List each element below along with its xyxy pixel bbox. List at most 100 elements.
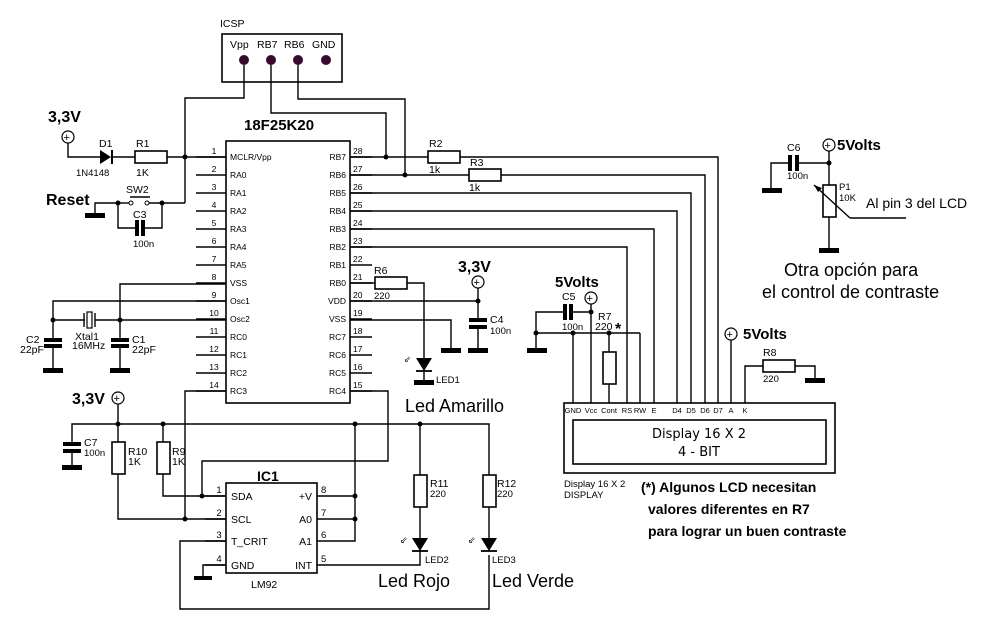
ic1-pin-number: 5 [321, 554, 326, 565]
supply-5v-label: 5Volts [555, 274, 599, 291]
mcu-pin-name: VSS [329, 314, 346, 324]
r1-value: 1K [136, 167, 149, 179]
mcu-pin-number: 12 [209, 344, 219, 354]
icsp-pin-gnd [321, 55, 331, 65]
c3-ref: C3 [133, 209, 147, 221]
mcu-pin-name: RC1 [230, 350, 247, 360]
resistor-r12 [482, 474, 497, 508]
mcu-pin-number: 14 [209, 380, 219, 390]
footnote-line: para lograr un buen contraste [648, 523, 847, 539]
mcu-pin-name: RC7 [329, 332, 346, 342]
lcd-pin-label: D5 [686, 406, 696, 415]
icsp-pin-label: Vpp [230, 39, 249, 51]
led3-icon [481, 538, 497, 551]
d1-ref: D1 [99, 138, 113, 150]
lcd-pin-label: Cont [601, 406, 618, 415]
mcu-pin-name: Osc1 [230, 296, 250, 306]
mcu-pin-number: 8 [212, 272, 217, 282]
lcd-pin-label: K [742, 406, 747, 415]
resistor-r1 [134, 150, 168, 164]
ic1-pin-number: 2 [216, 508, 221, 519]
mcu-pin-number: 26 [353, 182, 363, 192]
icsp-pin-vpp [239, 55, 249, 65]
plus-glyph: + [474, 277, 480, 289]
r12-ref: R12 [497, 478, 516, 490]
r2-value: 1k [429, 164, 441, 176]
xtal-ref: Xtal1 [75, 331, 99, 343]
led3-ref: LED3 [492, 555, 516, 566]
ic1-pin-number: 8 [321, 485, 326, 496]
c7-value: 100n [84, 448, 105, 459]
lcd-pin-label: E [651, 406, 656, 415]
lcd-pin-label: RS [622, 406, 632, 415]
reset-circuit: 3,3V + D1 1N4148 R1 1K Reset SW2 C3 100n [46, 109, 226, 250]
r7-value: 220 [595, 321, 613, 333]
mcu-pin-number: 1 [212, 146, 217, 156]
resistor-r7 [602, 351, 617, 385]
mcu-pin-number: 16 [353, 362, 363, 372]
diode-d1-icon [100, 150, 111, 164]
icsp-connector: ICSP Vpp RB7 RB6 GND [220, 18, 343, 83]
plus-glyph: + [825, 140, 831, 152]
c1-ref: C1 [132, 334, 146, 346]
mcu-pin-number: 10 [209, 308, 219, 318]
temp-sensor-circuit: 3,3V + C7 100n R10 1K R9 1K IC1 LM92 1SD… [62, 390, 574, 610]
supply-5v-label: 5Volts [837, 137, 881, 154]
ic1-part: LM92 [251, 579, 277, 591]
led2-icon [412, 538, 428, 551]
p1-ref: P1 [839, 182, 851, 193]
ic1-pin-number: 7 [321, 508, 326, 519]
light-arrows-icon: ⇙ [468, 535, 476, 545]
icsp-pin-label: GND [312, 39, 336, 51]
r1-ref: R1 [136, 138, 150, 150]
r12-value: 220 [497, 489, 513, 500]
resistor-r2 [427, 150, 461, 164]
supply-5v-label: 5Volts [743, 326, 787, 343]
led3-label: Led Verde [492, 571, 574, 591]
mcu-pin-number: 27 [353, 164, 363, 174]
r6-ref: R6 [374, 265, 388, 277]
mcu-pin-name: RA5 [230, 260, 247, 270]
lcd-caption: Display 16 X 2 [564, 479, 625, 490]
mcu-pin-name: RB0 [329, 278, 346, 288]
c6-ref: C6 [787, 142, 801, 154]
resistor-r3 [468, 168, 502, 182]
r8-value: 220 [763, 374, 779, 385]
led1-icon [416, 358, 432, 371]
lcd-pin-label: D4 [672, 406, 682, 415]
led1-circuit: R6 220 ⇙ LED1 Led Amarillo 3,3V + C4 100… [350, 259, 511, 416]
mcu-pin-number: 7 [212, 254, 217, 264]
alt-option-line: el control de contraste [762, 282, 939, 302]
lcd-pin-label: A [728, 406, 733, 415]
mcu-pin-name: VSS [230, 278, 247, 288]
oscillator: Xtal1 16MHz C2 22pF C1 22pF [20, 283, 226, 373]
footnote-line: valores diferentes en R7 [648, 501, 810, 517]
resistor-r6 [374, 276, 408, 290]
c5-value: 100n [562, 322, 583, 333]
mcu-pin-name: RC6 [329, 350, 346, 360]
c6-value: 100n [787, 171, 808, 182]
ic1-pin-number: 6 [321, 530, 326, 541]
ic1-pin-name: A0 [299, 514, 312, 526]
lcd-screen-line2: 4 - BIT [678, 445, 720, 460]
mcu-pin-number: 20 [353, 290, 363, 300]
mcu-pin-number: 28 [353, 146, 363, 156]
r3-ref: R3 [470, 157, 484, 169]
mcu-pin-name: RC0 [230, 332, 247, 342]
xtal-value: 16MHz [72, 340, 105, 352]
mcu-pin-name: MCLR/Vpp [230, 152, 272, 162]
mcu-pin-number: 18 [353, 326, 363, 336]
mcu-pin-name: RB4 [329, 206, 346, 216]
potentiometer-p1 [822, 184, 837, 218]
ic1-pin-number: 3 [216, 530, 221, 541]
supply-3v3-label: 3,3V [458, 259, 491, 276]
mcu-pin-number: 6 [212, 236, 217, 246]
c7-ref: C7 [84, 437, 98, 449]
mcu-pin-name: VDD [328, 296, 346, 306]
mcu-pin-name: RB5 [329, 188, 346, 198]
mcu-pin-number: 3 [212, 182, 217, 192]
mcu-pin-name: Osc2 [230, 314, 250, 324]
r7-asterisk: * [615, 321, 622, 338]
mcu-pin-number: 9 [212, 290, 217, 300]
